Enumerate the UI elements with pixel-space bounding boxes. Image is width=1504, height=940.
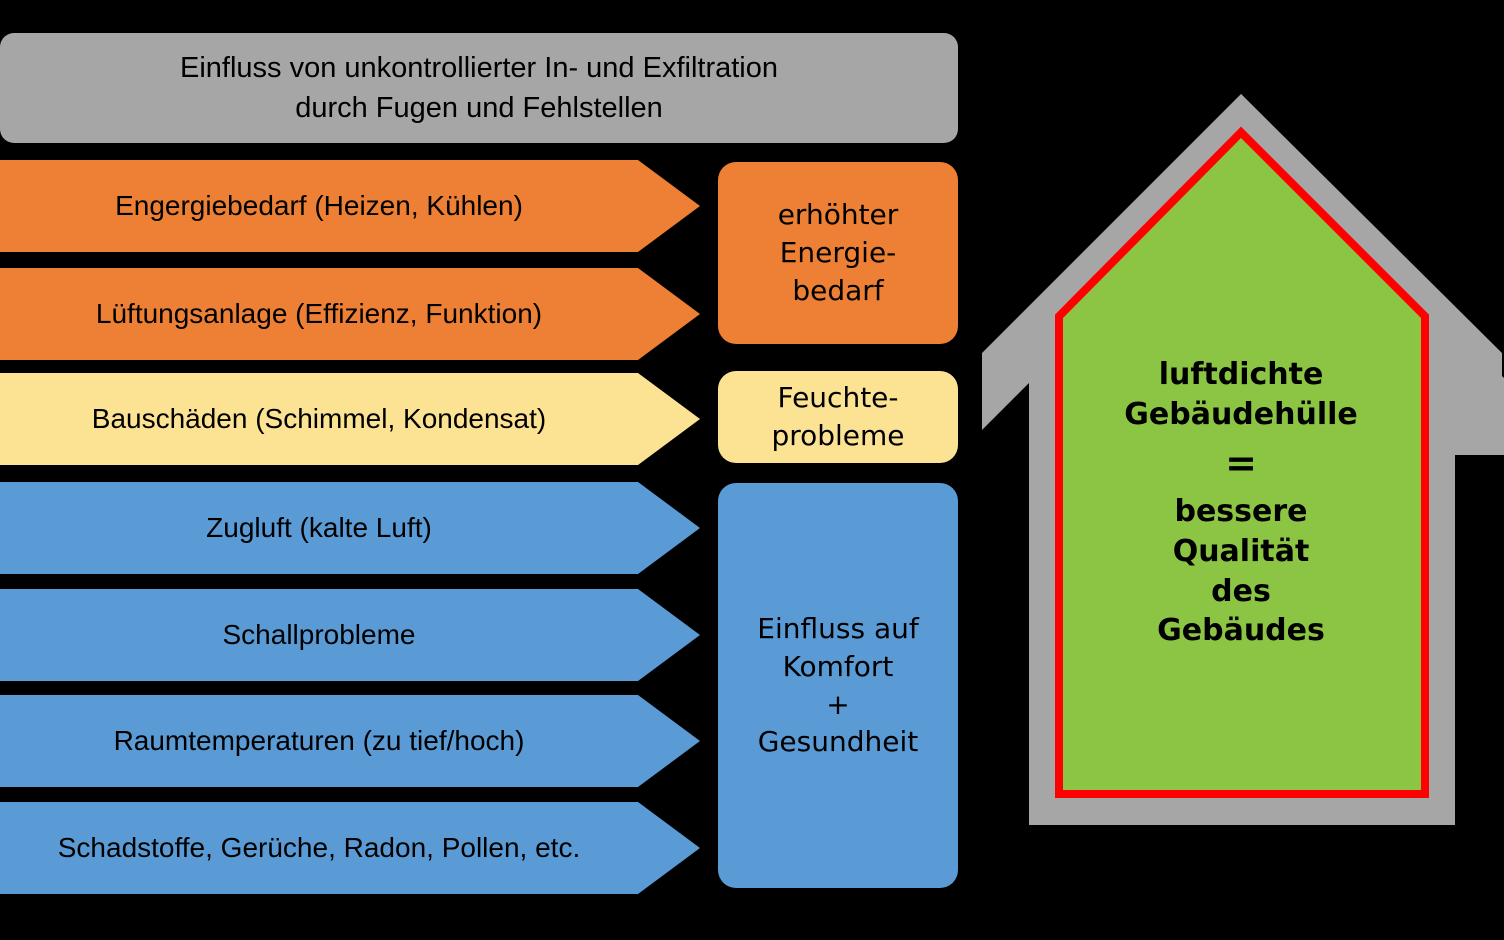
arrow-raumtemperaturen: Raumtemperaturen (zu tief/hoch) <box>0 695 700 787</box>
arrow-lueftungsanlage: Lüftungsanlage (Effizienz, Funktion) <box>0 268 700 360</box>
result-line: probleme <box>771 419 905 452</box>
arrow-schadstoffe: Schadstoffe, Gerüche, Radon, Pollen, etc… <box>0 802 700 894</box>
house-interior <box>1063 138 1421 790</box>
header-line-2: durch Fugen und Fehlstellen <box>295 92 663 124</box>
header-line-1: Einfluss von unkontrollierter In- und Ex… <box>179 51 778 84</box>
header-banner: Einfluss von unkontrollierter In- und Ex… <box>0 33 958 143</box>
result-line: + <box>826 687 850 721</box>
house-graphic <box>960 60 1504 850</box>
result-line: Komfort <box>782 649 894 683</box>
result-box-feuchteprobleme: Feuchte- probleme <box>718 371 958 463</box>
result-box-komfort-gesundheit: Einfluss auf Komfort + Gesundheit <box>718 483 958 888</box>
result-line: Gesundheit <box>757 725 919 759</box>
arrow-energiebedarf: Engergiebedarf (Heizen, Kühlen) <box>0 160 700 252</box>
result-line: Feuchte- <box>777 381 899 415</box>
arrow-label: Zugluft (kalte Luft) <box>206 512 432 544</box>
result-box-energiebedarf: erhöhter Energie- bedarf <box>718 162 958 344</box>
arrow-zugluft: Zugluft (kalte Luft) <box>0 482 700 574</box>
arrow-label: Engergiebedarf (Heizen, Kühlen) <box>115 190 523 222</box>
arrow-bauschaeden: Bauschäden (Schimmel, Kondensat) <box>0 373 700 465</box>
header-text-block: Einfluss von unkontrollierter In- und Ex… <box>180 48 778 128</box>
result-line: Energie- <box>779 236 897 270</box>
arrow-label: Bauschäden (Schimmel, Kondensat) <box>91 403 547 435</box>
arrow-schallprobleme: Schallprobleme <box>0 589 700 681</box>
arrow-label: Raumtemperaturen (zu tief/hoch) <box>113 725 525 757</box>
arrow-label: Schallprobleme <box>222 619 416 651</box>
arrow-label: Schadstoffe, Gerüche, Radon, Pollen, etc… <box>57 832 581 864</box>
result-line: erhöhter <box>777 198 899 232</box>
result-line: Einfluss auf <box>757 611 919 645</box>
result-line: bedarf <box>792 273 884 307</box>
arrow-label: Lüftungsanlage (Effizienz, Funktion) <box>95 298 543 330</box>
